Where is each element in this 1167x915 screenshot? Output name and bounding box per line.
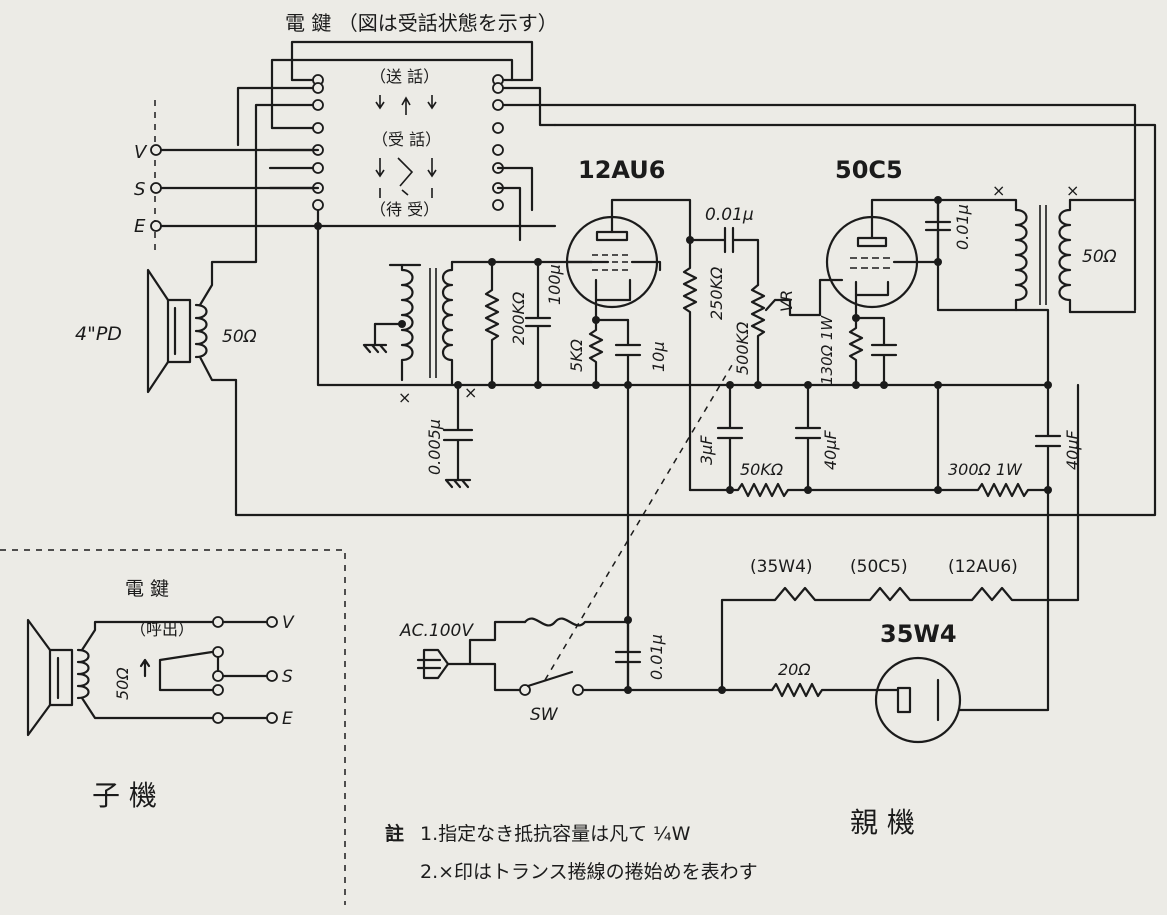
- cap-10u-label: 10μ: [649, 341, 668, 372]
- res-130-label: 130Ω 1W: [818, 315, 836, 385]
- key-contacts-right: [492, 74, 534, 242]
- res-20-label: 20Ω: [778, 660, 811, 679]
- key-contacts-left: [268, 74, 324, 228]
- tube-50c5-label: 50C5: [835, 156, 903, 184]
- sub-terminal-e: [266, 712, 278, 724]
- main-unit-name: 親 機: [850, 806, 915, 839]
- stage-12au6: 200KΩ 100μ 12AU6 5KΩ 10μ 250KΩ 0.01μ: [484, 156, 844, 492]
- terminal-e: [150, 220, 162, 232]
- key-switch-block: 電 鍵 （図は受話状態を示す） （送 話） （受 話） （待 受）: [234, 11, 1157, 517]
- heater-50c5-label: (50C5): [850, 557, 908, 577]
- res-300-label: 300Ω 1W: [948, 460, 1023, 479]
- res-250k-label: 250KΩ: [707, 266, 726, 320]
- cap-coupling-label: 0.01μ: [705, 205, 754, 225]
- speaker-label: 4"PD: [75, 323, 122, 345]
- heater-12au6-label: (12AU6): [948, 557, 1018, 577]
- terminal-v-label: V: [134, 142, 148, 163]
- sub-v-label: V: [282, 613, 295, 633]
- stage-50c5: 50C5 130Ω 1W 0.01μ: [818, 156, 1050, 389]
- key-standby-label: （待 受）: [370, 200, 439, 219]
- speaker-main: 4"PD 50Ω: [75, 258, 258, 394]
- res-5k-label: 5KΩ: [567, 338, 586, 372]
- rectifier-tube: [874, 656, 962, 744]
- sub-terminal-v: [266, 616, 278, 628]
- sub-terminal-s: [266, 670, 278, 682]
- output-transformer: × × 50Ω: [936, 181, 1137, 314]
- cap-ac-label: 0.01μ: [647, 634, 666, 680]
- tube-35w4-label: 35W4: [880, 620, 957, 648]
- terminal-e-label: E: [134, 216, 146, 237]
- sub-impedance: 50Ω: [113, 667, 132, 700]
- key-levers: [375, 95, 437, 198]
- tube-12au6-label: 12AU6: [578, 156, 665, 184]
- sw-label: SW: [530, 705, 559, 725]
- speaker-impedance: 50Ω: [222, 327, 257, 347]
- mark-input-primary: ×: [398, 388, 411, 407]
- line-terminals: V S E: [134, 100, 557, 250]
- cap-out-label: 0.01μ: [953, 204, 972, 250]
- mark-output-primary: ×: [992, 181, 1005, 200]
- ac-input: AC.100V 0.01μ SW: [399, 359, 736, 725]
- cap-40b-label: 40μF: [1063, 429, 1082, 470]
- res-200k-label: 200KΩ: [509, 291, 528, 345]
- sub-s-label: S: [282, 667, 293, 687]
- notes: 註 1.指定なき抵抗容量は凡て ¼W 2.×印はトランス捲線の捲始めを表わす: [385, 822, 758, 883]
- mark-input-secondary: ×: [464, 383, 477, 402]
- key-receive-label: （受 話）: [372, 130, 441, 149]
- sub-unit: 電 鍵 （呼出） 50Ω V S E 子 機: [0, 549, 346, 905]
- note-1: 1.指定なき抵抗容量は凡て ¼W: [420, 823, 691, 845]
- heater-chain: (35W4) (50C5) (12AU6) 35W4 20Ω: [624, 383, 1080, 744]
- vr-500k-label: 500KΩ: [733, 321, 752, 375]
- note-2: 2.×印はトランス捲線の捲始めを表わす: [420, 861, 758, 883]
- key-send-label: （送 話）: [370, 67, 439, 86]
- heater-35w4-label: (35W4): [750, 557, 813, 577]
- cap-0005-label: 0.005μ: [425, 419, 444, 475]
- terminal-s: [150, 182, 162, 194]
- cap-3u-label: 3μF: [697, 435, 716, 465]
- cap-100p-label: 100μ: [545, 264, 564, 305]
- vr-tag-label: VR: [777, 290, 796, 312]
- terminal-v: [150, 144, 162, 156]
- sub-unit-name: 子 機: [92, 779, 157, 812]
- sub-e-label: E: [282, 709, 293, 729]
- sub-call-label: （呼出）: [130, 620, 194, 639]
- ac-label: AC.100V: [399, 621, 474, 641]
- output-impedance-label: 50Ω: [1082, 247, 1117, 267]
- res-50k-label: 50KΩ: [740, 460, 784, 479]
- terminal-s-label: S: [134, 179, 145, 200]
- sub-key-title: 電 鍵: [125, 578, 169, 600]
- mark-output-secondary: ×: [1066, 181, 1079, 200]
- cap-40a-label: 40μF: [821, 429, 840, 470]
- power-filter: 3μF 40μF 50KΩ 300Ω 1W 40μF: [688, 381, 1082, 712]
- key-title: 電 鍵 （図は受話状態を示す）: [285, 11, 558, 35]
- notes-head: 註: [385, 822, 404, 845]
